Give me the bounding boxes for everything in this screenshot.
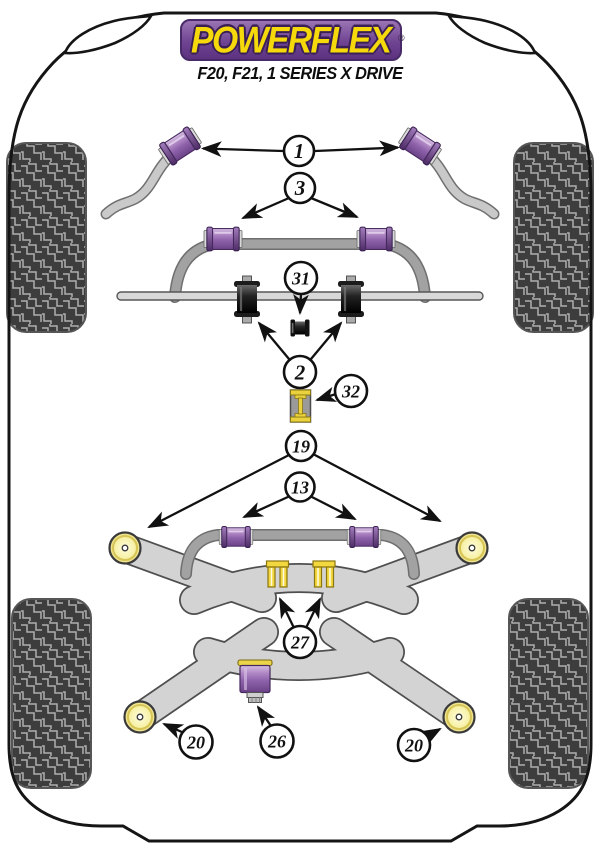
diff-mount-bushing: [237, 659, 273, 703]
callout-13: 13: [242, 471, 357, 521]
subframe-bushing-front-right: [455, 531, 489, 565]
front-arb-bushing-right: [356, 226, 396, 252]
callout-3-leader-left: [241, 196, 290, 220]
callout-26-leader: [256, 705, 276, 727]
tire-rear-left: [11, 598, 92, 789]
tire-front-left: [6, 142, 87, 333]
callout-19-leader-right: [312, 452, 442, 523]
callout-31-circle: [283, 260, 319, 296]
front-control-arm-left: [100, 145, 182, 220]
headlight-left: [63, 14, 154, 55]
callout-13-leader-right: [309, 494, 357, 521]
callout-27-circle: [282, 624, 318, 660]
callout-32-circle: [333, 373, 369, 409]
callout-20-left-circle: [178, 724, 214, 760]
subframe-bushing-rear-left: [123, 700, 157, 734]
callout-27-label: 27: [290, 633, 310, 653]
front-control-arm-right: [418, 145, 500, 220]
tire-front-right: [513, 142, 594, 333]
callout-2-leader-left: [257, 321, 290, 360]
callout-27: 27: [278, 597, 322, 660]
callout-20-left-label: 20: [186, 733, 205, 753]
callout-2-circle: [282, 354, 318, 390]
callout-19-label: 19: [292, 437, 310, 457]
callout-19-leader-left: [147, 453, 290, 529]
powerflex-logo-badge: POWERFLEX: [180, 19, 402, 61]
front-anti-roll-bar: [169, 238, 431, 303]
callout-3-circle: [283, 171, 317, 205]
subframe-bushing-front-left: [108, 531, 142, 565]
callout-31-label: 31: [291, 269, 310, 289]
callout-27-leader-right: [304, 597, 322, 629]
tire-rear-right: [508, 598, 589, 789]
callout-20-left-leader: [162, 722, 185, 739]
steering-rack-bushing-left: [232, 274, 262, 325]
callout-2-label: 2: [294, 361, 306, 385]
callout-2-leader-right: [310, 321, 343, 360]
callout-1: 1: [200, 134, 401, 168]
powerflex-logo-text: POWERFLEX: [191, 18, 392, 61]
callout-19-circle: [284, 429, 318, 463]
model-title: F20, F21, 1 SERIES X DRIVE: [197, 63, 403, 84]
callout-13-leader-left: [242, 494, 291, 519]
callout-3-leader-right: [310, 196, 359, 219]
callout-20-right-label: 20: [404, 736, 423, 756]
front-arb-bushing-left: [203, 226, 243, 252]
callout-1-circle: [282, 134, 316, 168]
callout-19: 19: [147, 429, 442, 529]
callout-20-right: 20: [396, 727, 442, 763]
callout-2: 2: [257, 321, 343, 390]
callout-31-leader: [293, 293, 309, 316]
steering-rack-center-bushing: [289, 318, 311, 338]
callout-1-leader-left: [200, 141, 284, 157]
callout-26: 26: [256, 705, 295, 759]
callout-3-label: 3: [294, 176, 306, 200]
rear-arb-bushing-right: [346, 525, 382, 549]
callout-32-leader: [315, 386, 338, 402]
callout-1-leader-right: [314, 140, 401, 157]
callout-3: 3: [241, 171, 359, 220]
rear-anti-roll-bar: [180, 529, 420, 580]
callout-1-label: 1: [294, 139, 305, 163]
rear-arb-bushing-left: [218, 525, 254, 549]
callout-20-right-circle: [396, 727, 432, 763]
callout-13-circle: [284, 471, 316, 503]
registered-trademark-symbol: ®: [398, 33, 405, 43]
subframe-bushing-rear-right: [442, 700, 476, 734]
callout-32-label: 32: [341, 382, 360, 402]
steering-rack-bushing-right: [336, 274, 366, 325]
gearbox-mount-insert: [289, 389, 312, 423]
callout-31: 31: [283, 260, 319, 316]
callout-26-circle: [259, 723, 295, 759]
callout-27-leader-left: [278, 597, 296, 629]
callout-26-label: 26: [267, 732, 286, 752]
callout-32: 32: [315, 373, 369, 409]
callout-13-label: 13: [291, 478, 309, 498]
callout-20-left: 20: [162, 722, 214, 760]
headlight-right: [446, 14, 537, 55]
